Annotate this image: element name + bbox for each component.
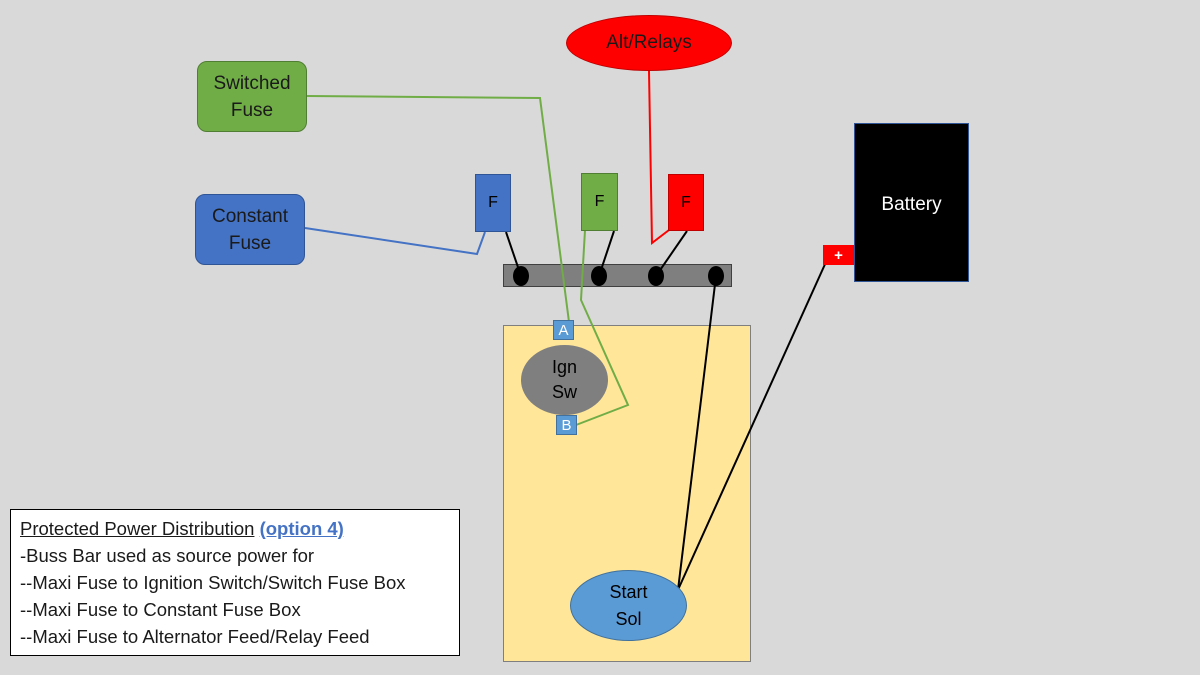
terminal-a: A [553, 320, 574, 340]
legend-box: Protected Power Distribution (option 4) … [10, 509, 460, 656]
switched-fuse-box: Switched Fuse [197, 61, 307, 132]
fuse-green: F [581, 173, 618, 231]
legend-option-link[interactable]: (option 4) [259, 518, 344, 539]
legend-line: --Maxi Fuse to Ignition Switch/Switch Fu… [20, 572, 406, 593]
legend-title: Protected Power Distribution [20, 518, 255, 539]
ignition-switch: Ign Sw [521, 345, 608, 415]
start-solenoid: Start Sol [570, 570, 687, 641]
buss-bar [503, 264, 732, 287]
fuse-red: F [668, 174, 704, 231]
constant-fuse-box: Constant Fuse [195, 194, 305, 265]
battery-positive-terminal: + [823, 245, 854, 265]
legend-title-row: Protected Power Distribution (option 4) [20, 515, 450, 542]
fuse-blue: F [475, 174, 511, 232]
red-wire-alt [648, 70, 670, 245]
legend-line: -Buss Bar used as source power for [20, 545, 315, 566]
terminal-b: B [556, 415, 577, 435]
battery: Battery [854, 123, 969, 282]
alt-relays-node: Alt/Relays [566, 15, 732, 71]
legend-line: --Maxi Fuse to Alternator Feed/Relay Fee… [20, 626, 370, 647]
legend-line: --Maxi Fuse to Constant Fuse Box [20, 599, 301, 620]
blue-wire-constant [304, 227, 486, 256]
green-wire-switched [306, 95, 570, 323]
